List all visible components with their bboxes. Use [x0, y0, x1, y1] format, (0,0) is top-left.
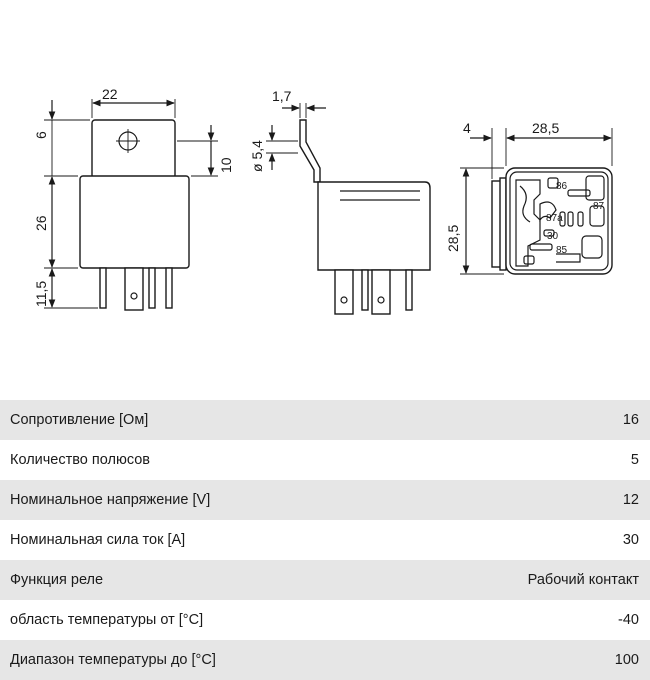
pin-label-30: 30 [547, 231, 559, 242]
spec-value: 12 [622, 492, 639, 508]
pin-label-87: 87 [593, 201, 605, 212]
spec-row-function: Функция реле Рабочий контакт [0, 560, 650, 600]
spec-row-poles: Количество полюсов 5 [0, 440, 650, 480]
dim-side-offset: 10 [218, 157, 234, 173]
spec-label: Сопротивление [Ом] [10, 412, 149, 428]
spec-label: Номинальное напряжение [V] [10, 492, 211, 508]
dim-hole-diameter: ø 5,4 [249, 140, 265, 172]
spec-value: -40 [618, 612, 639, 628]
spec-value: Рабочий контакт [527, 572, 639, 588]
spec-value: 100 [614, 652, 639, 668]
dim-bottom-width: 28,5 [532, 120, 559, 136]
spec-value: 5 [630, 452, 639, 468]
pin-label-85: 85 [556, 245, 568, 256]
dim-tab-height: 6 [33, 131, 49, 139]
spec-label: Количество полюсов [10, 452, 151, 468]
bottom-view: 86 87 87a 30 85 4 28,5 28,5 [445, 120, 613, 275]
spec-label: Функция реле [10, 572, 104, 588]
dim-front-width: 22 [102, 86, 118, 102]
spec-label: Номинальная сила ток [A] [10, 532, 186, 548]
pin-label-86: 86 [556, 181, 568, 192]
spec-label: область температуры от [°C] [10, 612, 204, 628]
spec-value: 16 [622, 412, 639, 428]
dim-pin-length: 11,5 [33, 281, 49, 307]
spec-row-temp-max: Диапазон температуры до [°C] 100 [0, 640, 650, 680]
pin-label-87a: 87a [546, 213, 563, 224]
side-view: 1,7 ø 5,4 [249, 88, 431, 315]
spec-label: Диапазон температуры до [°C] [10, 652, 216, 668]
spec-row-current: Номинальная сила ток [A] 30 [0, 520, 650, 560]
dim-tab-thickness: 1,7 [272, 88, 292, 104]
spec-row-temp-min: область температуры от [°C] -40 [0, 600, 650, 640]
spec-table: Сопротивление [Ом] 16 Количество полюсов… [0, 400, 650, 680]
dim-bottom-height: 28,5 [445, 225, 461, 252]
dim-bottom-offset: 4 [463, 120, 471, 136]
relay-technical-drawing: 22 6 26 11,5 10 [33, 86, 613, 315]
spec-row-voltage: Номинальное напряжение [V] 12 [0, 480, 650, 520]
spec-value: 30 [622, 532, 639, 548]
spec-row-resistance: Сопротивление [Ом] 16 [0, 400, 650, 440]
front-view: 22 6 26 11,5 10 [33, 86, 234, 311]
dim-body-height: 26 [33, 215, 49, 231]
